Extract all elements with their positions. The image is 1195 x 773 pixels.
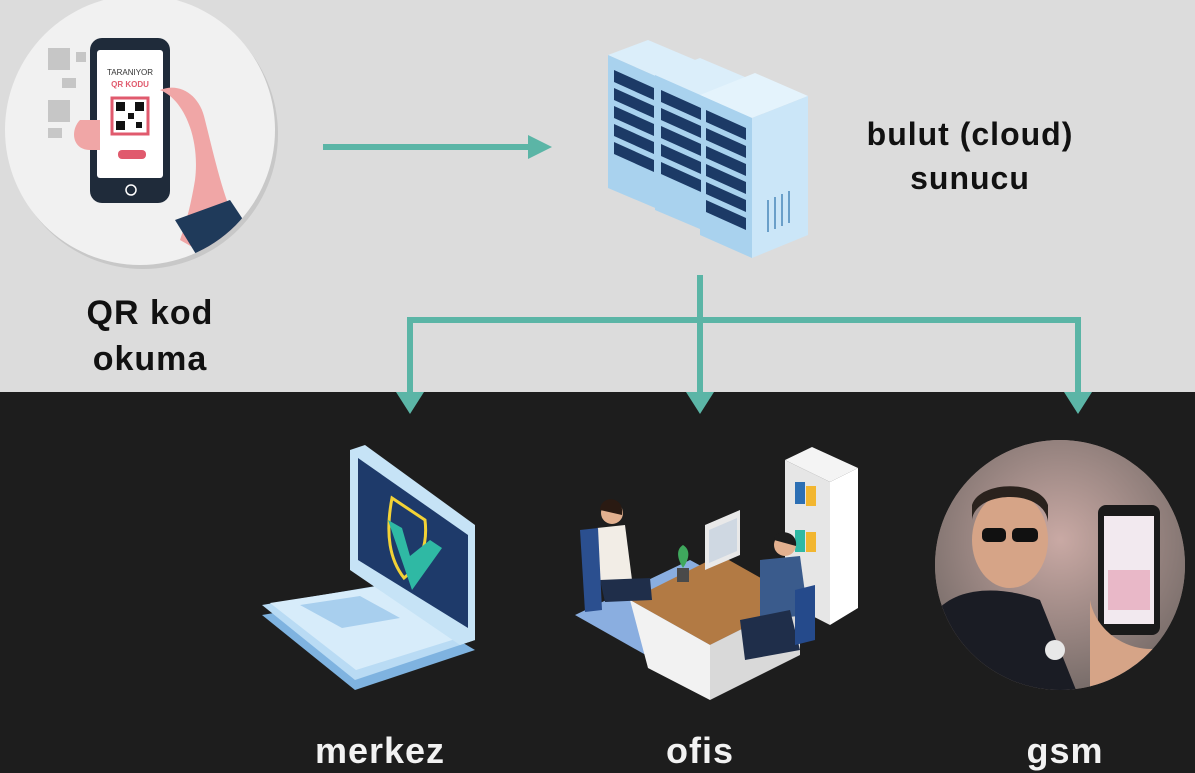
phone-screen-line1: TARANIYOR: [107, 68, 153, 77]
cloud-server-label: bulut (cloud) sunucu: [820, 112, 1120, 200]
merkez-label: merkez: [314, 730, 446, 771]
arrow-phone-to-server: [323, 135, 552, 159]
cloud-label-line1: bulut (cloud): [866, 116, 1074, 152]
arrow-heads: [396, 392, 1092, 414]
phone-screen-line2: QR KODU: [111, 80, 149, 89]
qr-reading-line1: QR kod: [86, 294, 214, 332]
qr-scan-phone-icon: TARANIYOR QR KODU: [5, 0, 278, 269]
qr-reading-line2: okuma: [92, 340, 208, 378]
ofis-label: ofis: [665, 730, 734, 771]
laptop-shield-icon: [262, 445, 475, 690]
guard-phone-photo-icon: [935, 440, 1185, 690]
server-rack-icon: [608, 40, 808, 258]
distribution-arrows: [407, 275, 1081, 395]
gsm-label: gsm: [1026, 730, 1104, 771]
cloud-label-line2: sunucu: [910, 160, 1030, 196]
qr-reading-label: QR kod okuma: [40, 290, 260, 382]
office-desk-icon: [575, 447, 858, 700]
